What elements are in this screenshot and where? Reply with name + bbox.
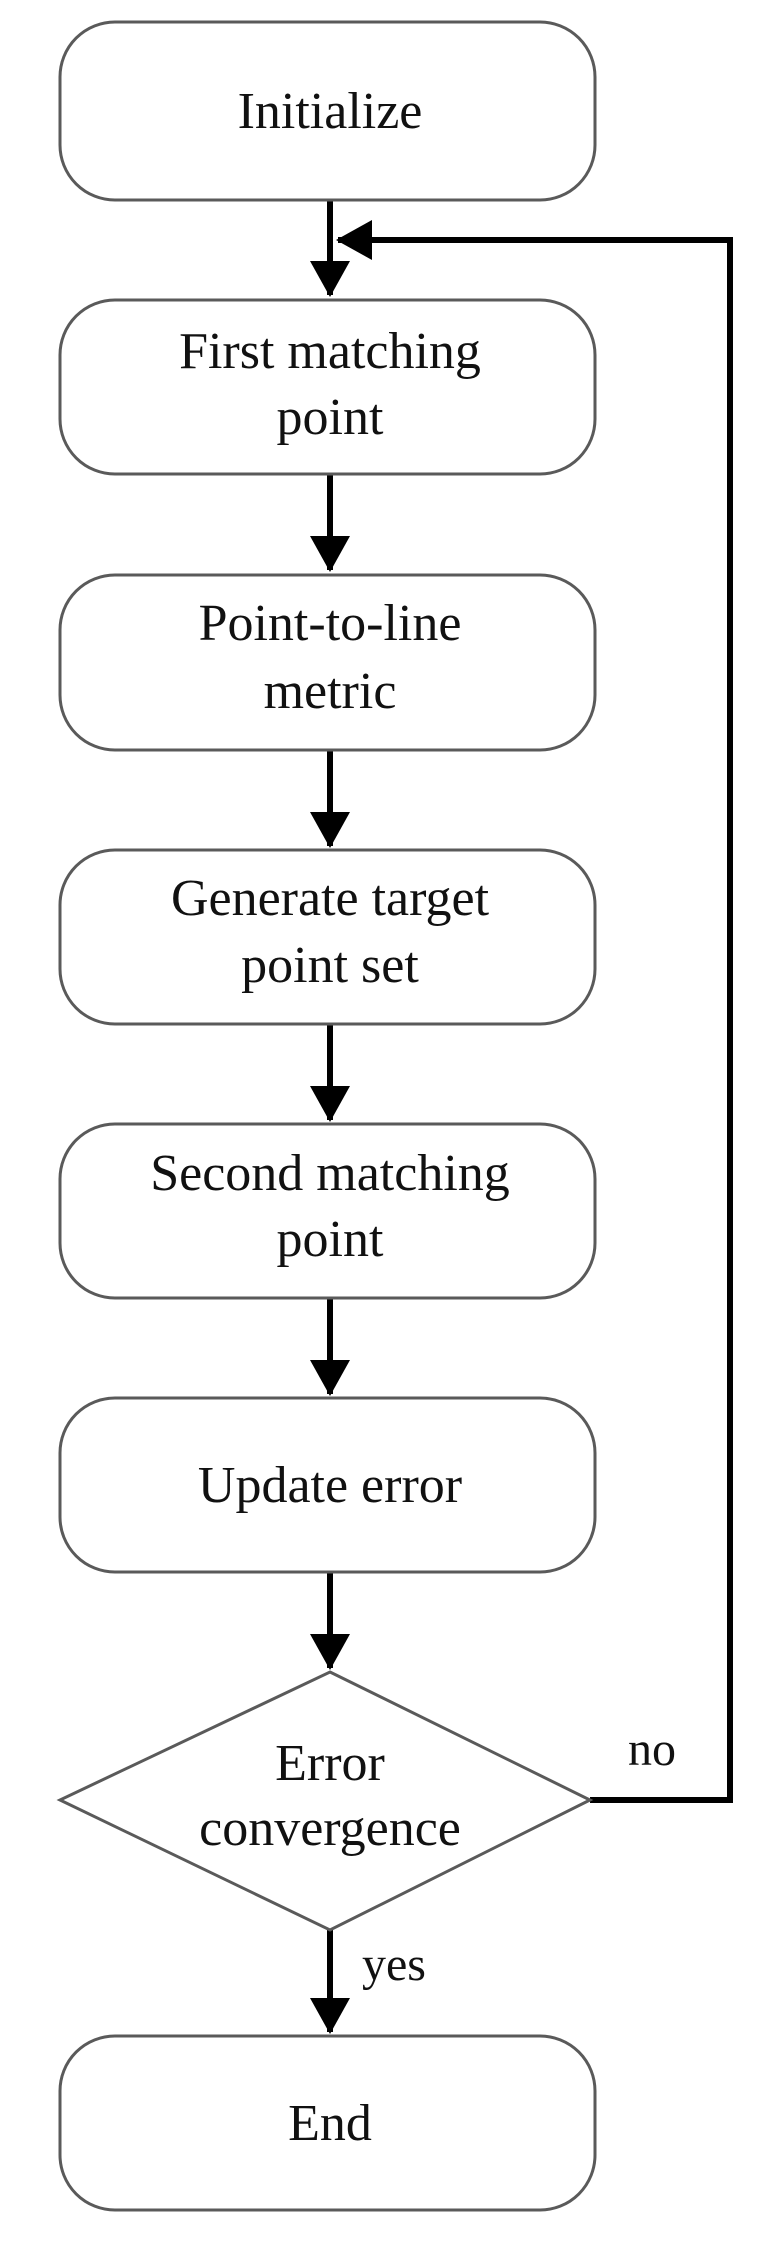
svg-text:convergence: convergence: [199, 1800, 461, 1857]
svg-text:metric: metric: [264, 663, 397, 720]
node-point-to-line-metric: Point-to-line metric: [58, 573, 597, 752]
node-first-matching-point: First matching point: [58, 298, 597, 476]
svg-text:Update error: Update error: [198, 1457, 462, 1514]
node-generate-target-point-set: Generate target point set: [58, 848, 597, 1026]
edge-label-yes: yes: [362, 1938, 426, 1991]
svg-text:Generate target: Generate target: [171, 870, 490, 927]
svg-text:End: End: [288, 2095, 372, 2152]
edge-error-convergence-to-first-matching: [336, 220, 733, 1803]
svg-text:point: point: [277, 389, 384, 446]
svg-text:point set: point set: [241, 937, 419, 994]
svg-text:Point-to-line: Point-to-line: [199, 595, 462, 652]
node-end: End: [58, 2034, 597, 2212]
svg-text:First matching: First matching: [179, 323, 481, 380]
node-initialize: Initialize: [58, 20, 597, 202]
node-error-convergence-decision: Error convergence: [56, 1670, 594, 1932]
svg-text:Error: Error: [275, 1735, 385, 1792]
svg-text:Second matching: Second matching: [150, 1145, 510, 1202]
svg-text:Initialize: Initialize: [238, 83, 423, 140]
svg-text:point: point: [277, 1211, 384, 1268]
node-second-matching-point: Second matching point: [58, 1122, 597, 1300]
edge-label-no: no: [628, 1723, 676, 1776]
node-update-error: Update error: [58, 1396, 597, 1574]
